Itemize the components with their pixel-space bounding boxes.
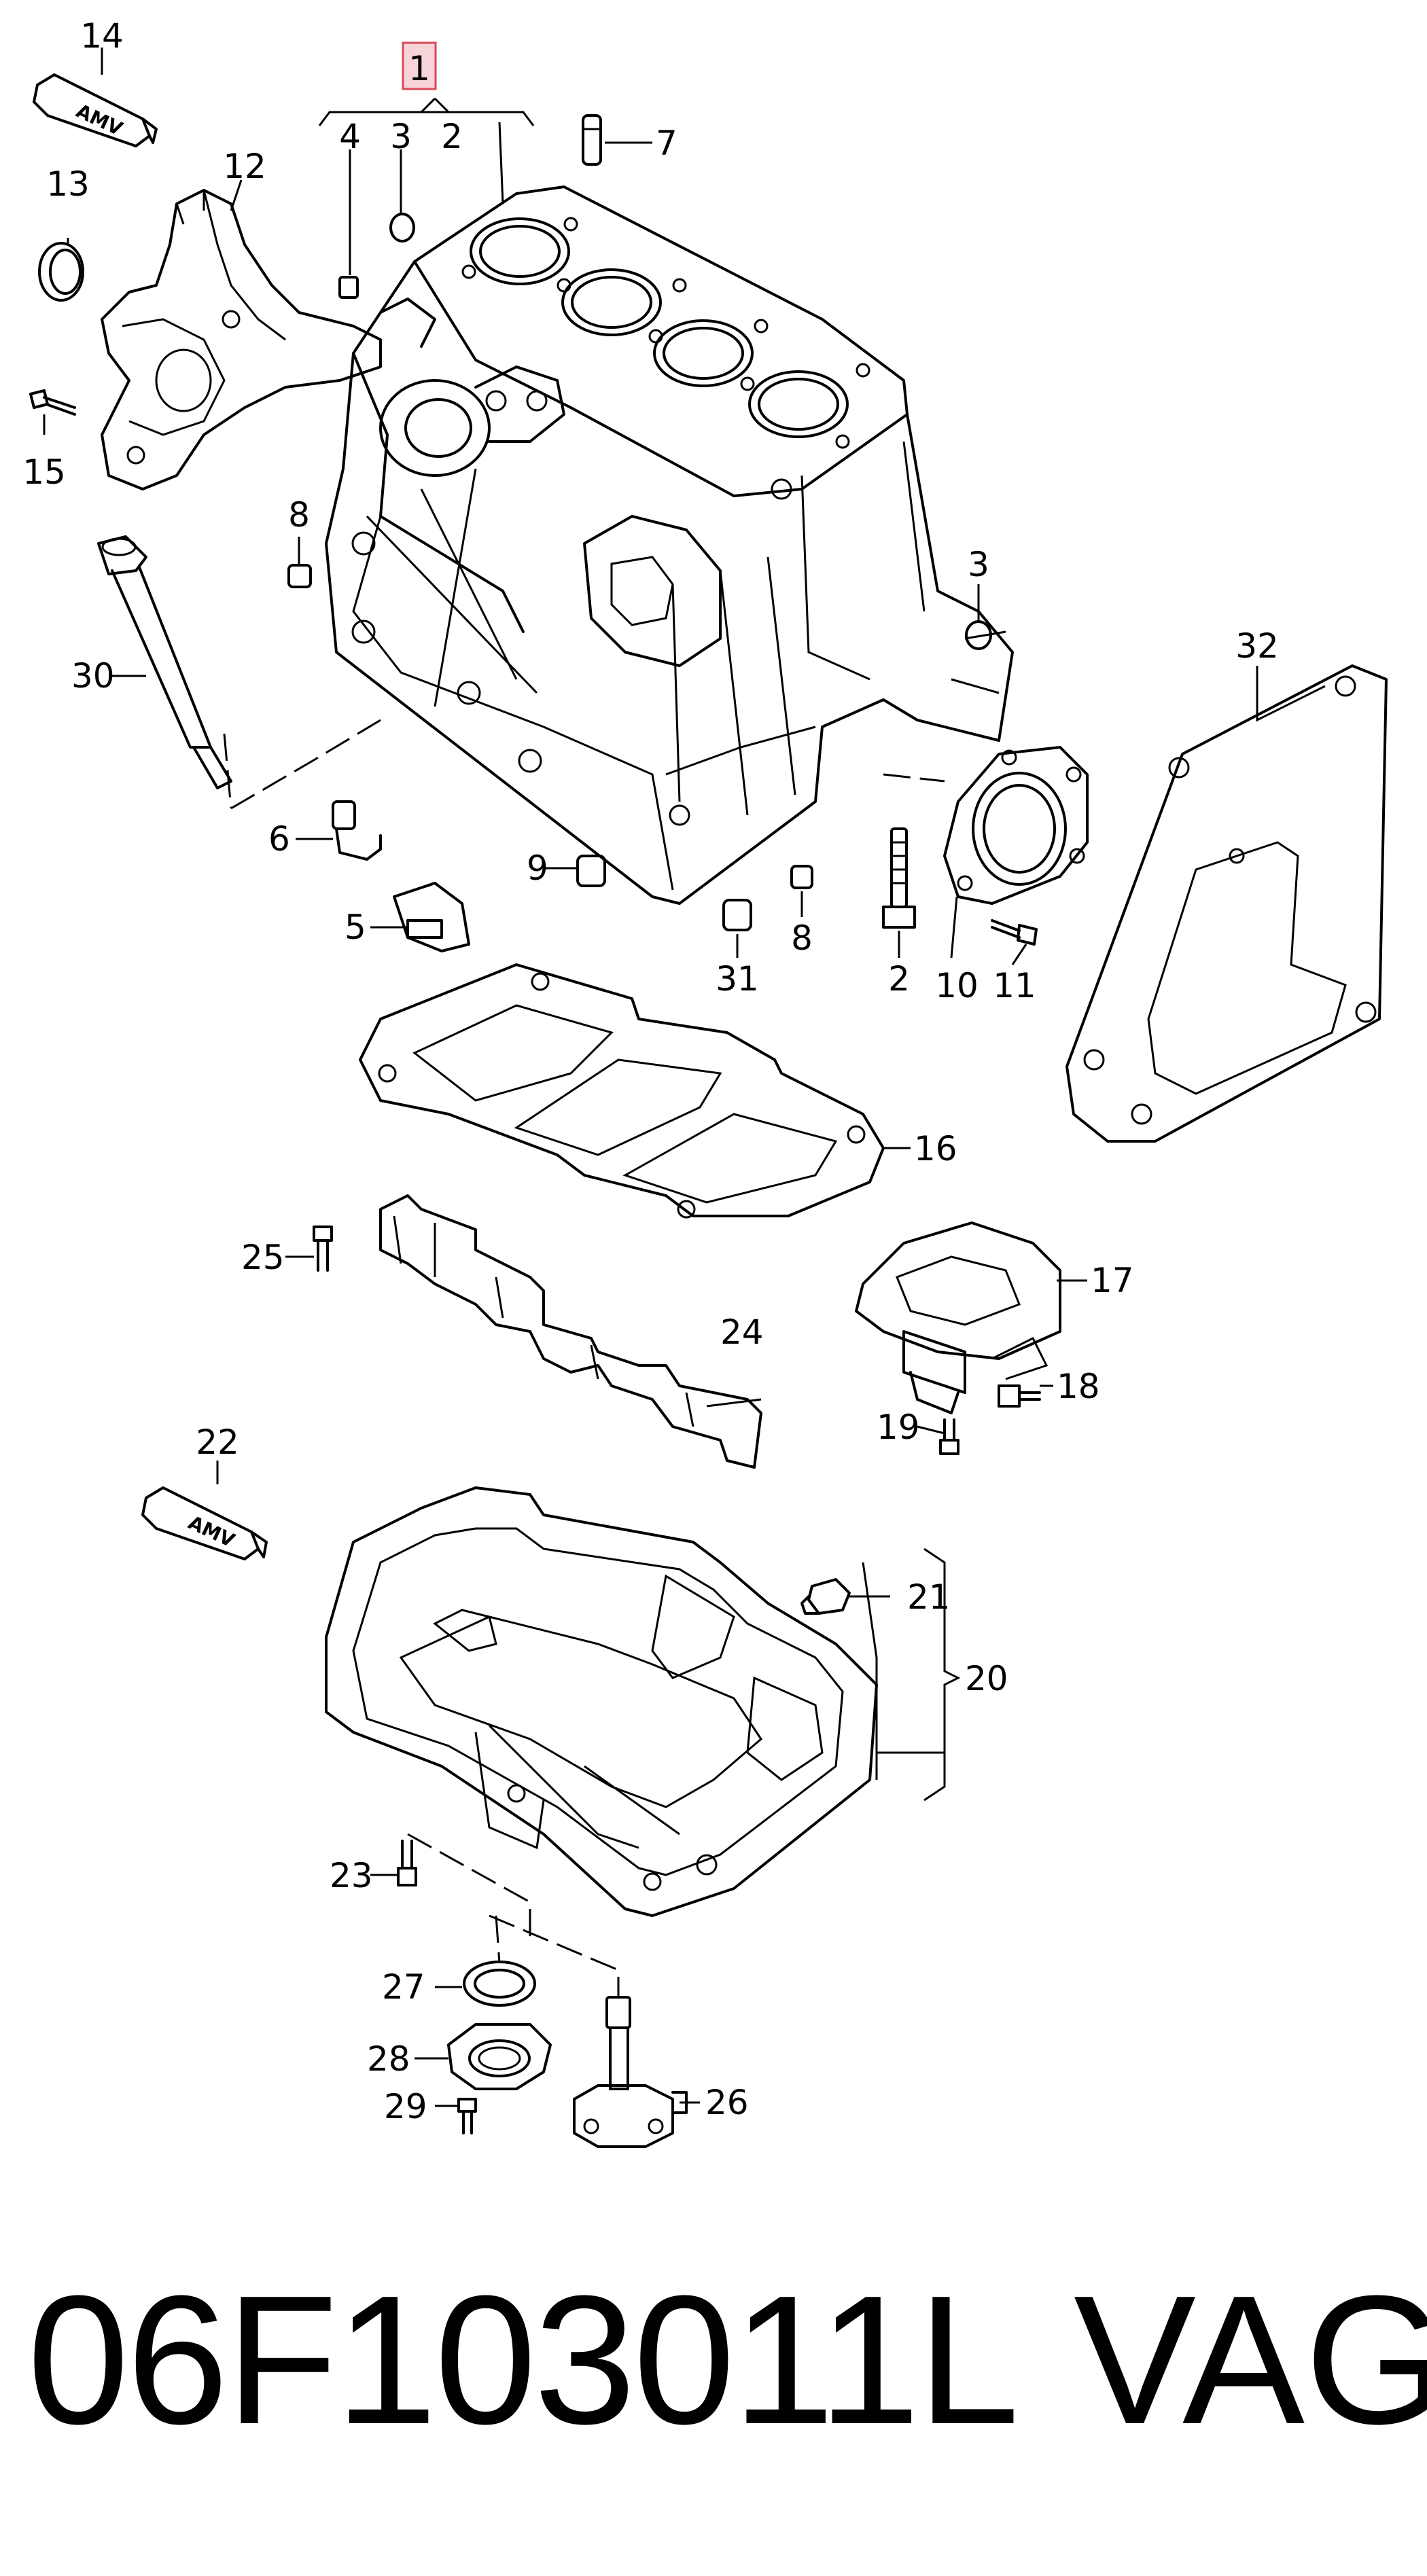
callout-11: 11 <box>993 966 1036 1005</box>
dipstick-tube-30 <box>97 535 232 789</box>
callout-29: 29 <box>384 2087 427 2126</box>
callout-21: 21 <box>907 1577 951 1617</box>
callout-27: 27 <box>382 1967 425 2007</box>
bolt-23 <box>397 1840 417 1886</box>
callout-1: 1 <box>408 49 430 88</box>
bolt-25 <box>313 1226 333 1272</box>
oil-jet-6 <box>332 800 382 861</box>
callout-4: 4 <box>339 117 361 156</box>
bolt-15 <box>29 389 76 416</box>
bolt-18 <box>998 1384 1041 1408</box>
callout-labels: 1 2 3 4 7 14 13 12 15 8 3 32 30 6 5 9 31… <box>22 16 1279 2126</box>
callout-7: 7 <box>656 124 677 163</box>
callout-8-left: 8 <box>288 495 310 535</box>
cylinder-block <box>325 185 1014 905</box>
callout-3-right: 3 <box>968 545 989 584</box>
rear-seal-flange-10 <box>943 746 1089 905</box>
callout-25: 25 <box>241 1238 285 1277</box>
drain-plug-21 <box>800 1578 851 1615</box>
bolt-19 <box>939 1418 959 1455</box>
callout-9: 9 <box>527 848 548 888</box>
callout-12: 12 <box>223 147 266 186</box>
bolt-11 <box>991 919 1038 946</box>
dowel-8-right <box>790 865 813 889</box>
callout-28: 28 <box>367 2039 410 2079</box>
sealant-tube-14: AMV <box>33 73 158 147</box>
callout-8-right: 8 <box>791 918 813 958</box>
exploded-parts-diagram: AMV <box>22 16 1388 2148</box>
tube-label-2: AMV <box>185 1511 239 1552</box>
baffle-plate-24 <box>379 1194 762 1469</box>
callout-17: 17 <box>1091 1261 1134 1300</box>
callout-13: 13 <box>46 164 90 204</box>
oil-level-sensor-26 <box>573 1996 688 2148</box>
plug-3-top <box>389 213 415 243</box>
callout-14: 14 <box>80 16 124 56</box>
sleeve-31 <box>722 899 752 931</box>
sealant-tube-22: AMV <box>141 1486 268 1560</box>
callout-3-top: 3 <box>390 117 412 156</box>
oil-pump-17 <box>855 1221 1061 1414</box>
seal-ring-13 <box>38 242 84 302</box>
flange-28 <box>447 2023 552 2090</box>
rear-gasket-32 <box>1065 664 1388 1143</box>
callout-2-right: 2 <box>888 959 910 999</box>
callout-19: 19 <box>877 1408 920 1447</box>
ladder-frame-16 <box>359 963 885 1219</box>
brand-name: VAG <box>1074 2258 1427 2463</box>
callout-5: 5 <box>345 908 366 947</box>
callout-22: 22 <box>196 1423 239 1462</box>
callout-20: 20 <box>965 1659 1008 1698</box>
callout-30: 30 <box>71 656 115 696</box>
callout-31: 31 <box>716 959 759 999</box>
callout-23: 23 <box>330 1856 373 1895</box>
screw-29 <box>457 2098 477 2134</box>
front-bracket <box>101 189 382 490</box>
dowel-8-left <box>287 564 312 588</box>
callout-16: 16 <box>914 1129 957 1168</box>
callout-2-top: 2 <box>441 117 463 156</box>
dowel-7 <box>582 114 602 166</box>
sleeve-9 <box>576 855 606 887</box>
callout-26: 26 <box>705 2083 749 2122</box>
dowel-pin-4 <box>338 276 359 299</box>
callout-15: 15 <box>22 452 66 492</box>
clip-5 <box>393 882 470 952</box>
oil-pan-20 <box>325 1486 878 1917</box>
callout-10: 10 <box>935 966 979 1005</box>
callout-32: 32 <box>1235 626 1279 666</box>
part-number: 06F103011L <box>27 2258 1019 2463</box>
callout-18: 18 <box>1057 1367 1100 1406</box>
seal-27 <box>463 1961 536 2007</box>
callout-6: 6 <box>268 819 290 859</box>
leader-lines <box>43 48 1326 2107</box>
callout-1-highlight <box>402 41 437 90</box>
stud-bolt-2 <box>882 827 916 929</box>
callout-24: 24 <box>720 1312 764 1352</box>
